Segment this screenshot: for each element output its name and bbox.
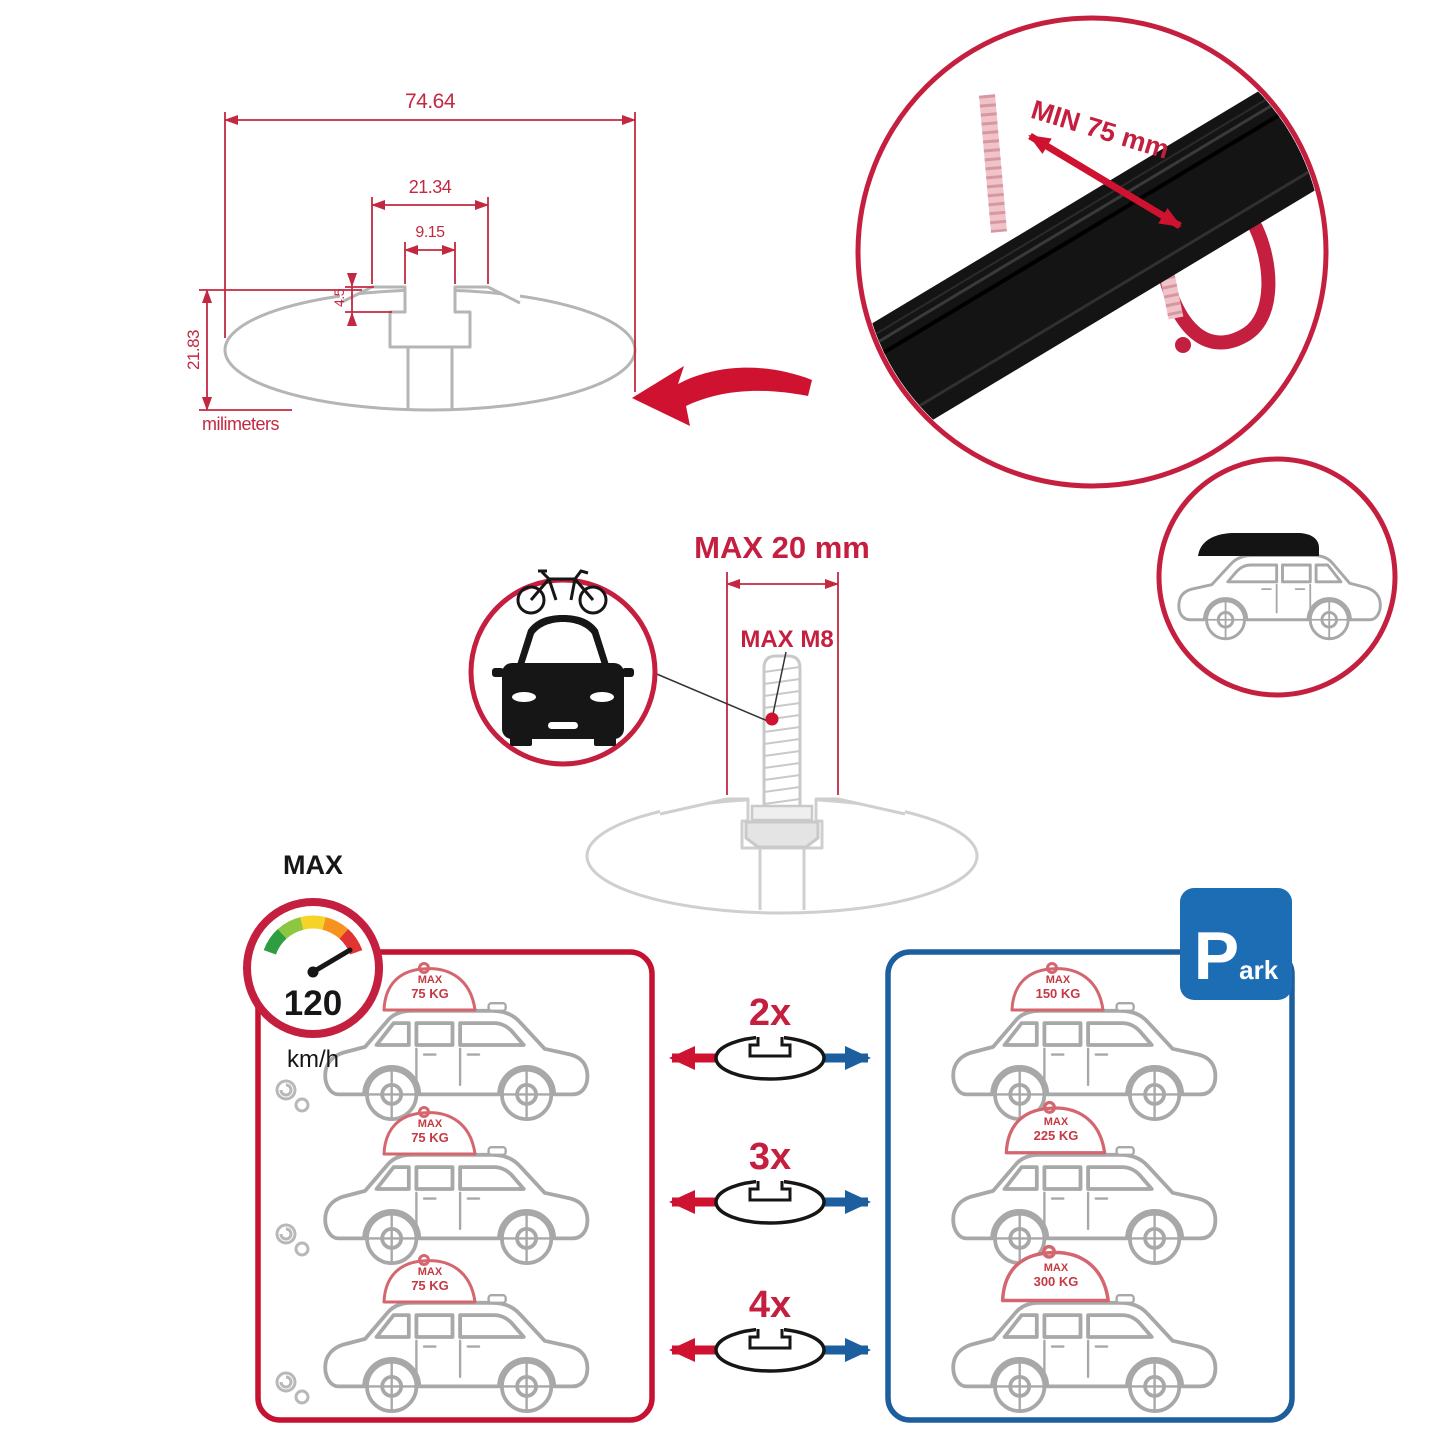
speed-max-heading: MAX <box>283 850 343 880</box>
parked-limit-panel <box>885 949 1295 1423</box>
vehicle-roofbox-inset <box>1156 456 1398 698</box>
load-weight: 225 KG <box>1033 1127 1079 1143</box>
load-weight: 75 KG <box>411 1277 449 1293</box>
load-max-label: MAX <box>417 1118 443 1130</box>
min-75-arrow <box>1028 132 1182 230</box>
load-weight: 150 KG <box>1035 985 1081 1001</box>
u-bolt-upper-rod <box>979 94 1007 233</box>
roof-box <box>1198 533 1319 556</box>
load-weight: 75 KG <box>411 985 449 1001</box>
multiplier-4x: 4x <box>748 1284 792 1326</box>
dim-plateau-width: 21.34 <box>408 177 452 197</box>
driving-load-3: MAX 75 KG <box>385 1266 475 1293</box>
speedometer-icon <box>243 898 383 1038</box>
speed-units: km/h <box>286 1046 339 1073</box>
bar-count-row-2x <box>669 1032 871 1081</box>
parking-sign-rest: ark <box>1239 955 1279 985</box>
dim-units-label: milimeters <box>202 414 280 434</box>
fixpoint-bolt-diagram <box>585 572 979 915</box>
parking-sign: P ark <box>1180 888 1292 1000</box>
dim-lip-depth: 4.5 <box>331 289 347 307</box>
thread-callout-dot <box>765 712 779 726</box>
max-thread-label: MAX M8 <box>740 626 834 653</box>
multiplier-3x: 3x <box>748 1136 792 1178</box>
dim-slot-width: 9.15 <box>415 224 445 241</box>
dim-total-width: 74.64 <box>404 90 456 113</box>
load-weight: 75 KG <box>411 1129 449 1145</box>
dimension-lines <box>199 112 636 411</box>
load-max-label: MAX <box>417 974 443 986</box>
bolt-dimension-lines <box>726 572 839 795</box>
multiplier-2x: 2x <box>748 992 792 1034</box>
speed-value: 120 <box>283 984 343 1023</box>
load-max-label: MAX <box>417 1266 443 1278</box>
driving-load-2: MAX 75 KG <box>385 1118 475 1145</box>
t-slot-profile <box>339 285 521 349</box>
dimension-diagram <box>199 112 812 426</box>
driving-limit-panel <box>255 949 655 1423</box>
driving-load-1: MAX 75 KG <box>385 974 475 1001</box>
bar-count-row-4x <box>669 1324 871 1373</box>
bicycle-icon <box>516 569 608 615</box>
max-protrusion-label: MAX 20 mm <box>694 530 870 565</box>
car-front-silhouette <box>492 615 634 746</box>
load-max-label: MAX <box>1045 974 1071 986</box>
crossbar-closeup <box>855 15 1329 489</box>
parked-load-3: MAX 300 KG <box>1011 1262 1101 1289</box>
t-bolt <box>744 654 820 849</box>
pointer-arrow-to-profile <box>632 366 812 426</box>
dim-total-height: 21.83 <box>184 329 203 371</box>
parked-load-2: MAX 225 KG <box>1011 1116 1101 1143</box>
crossbar-render <box>861 59 1323 463</box>
bar-count-row-3x <box>669 1176 871 1225</box>
bar-count-indicators <box>669 1032 871 1373</box>
bike-clearance-inset <box>468 569 658 767</box>
load-max-label: MAX <box>1043 1262 1069 1274</box>
load-max-label: MAX <box>1043 1116 1069 1128</box>
parking-sign-letter: P <box>1193 918 1240 995</box>
parked-load-1: MAX 150 KG <box>1013 974 1103 1001</box>
load-weight: 300 KG <box>1033 1273 1079 1289</box>
